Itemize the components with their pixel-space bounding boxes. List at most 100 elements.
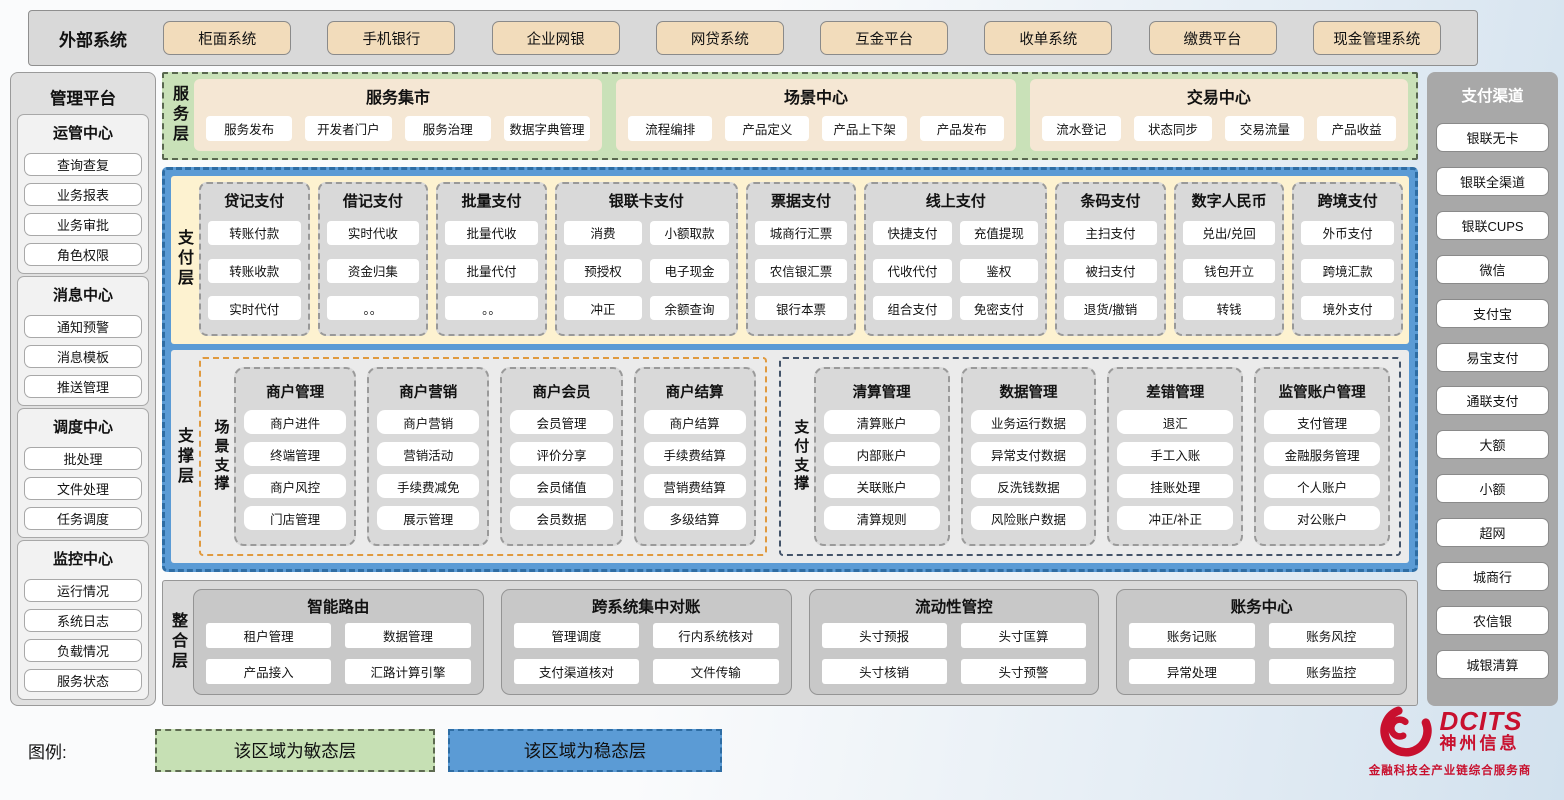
payment-item-button[interactable]: 。。 [445,296,538,321]
management-item-button[interactable]: 任务调度 [24,507,142,530]
support-item-button[interactable]: 异常支付数据 [970,442,1087,466]
payment-item-button[interactable]: 电子现金 [650,258,729,283]
integration-item-button[interactable]: 账务记账 [1129,623,1255,649]
support-item-button[interactable]: 手续费结算 [643,442,746,466]
payment-item-button[interactable]: 批量代收 [445,220,538,245]
support-item-button[interactable]: 反洗钱数据 [970,474,1087,498]
payment-item-button[interactable]: 代收代付 [873,258,952,283]
integration-item-button[interactable]: 头寸匡算 [960,623,1087,649]
management-item-button[interactable]: 通知预警 [24,315,142,338]
integration-item-button[interactable]: 行内系统核对 [653,623,779,649]
payment-item-button[interactable]: 批量代付 [445,258,538,283]
service-item-button[interactable]: 状态同步 [1133,115,1213,141]
support-item-button[interactable]: 个人账户 [1264,474,1381,498]
integration-item-button[interactable]: 账务监控 [1268,658,1394,684]
external-system-button[interactable]: 手机银行 [327,21,456,55]
management-item-button[interactable]: 查询查复 [24,153,142,176]
integration-item-button[interactable]: 账务风控 [1268,623,1394,649]
external-system-button[interactable]: 缴费平台 [1148,21,1277,55]
support-item-button[interactable]: 展示管理 [377,506,480,530]
integration-item-button[interactable]: 头寸预警 [960,658,1087,684]
channel-button[interactable]: 易宝支付 [1436,342,1549,372]
support-item-button[interactable]: 内部账户 [823,442,940,466]
support-item-button[interactable]: 金融服务管理 [1264,442,1381,466]
support-item-button[interactable]: 冲正/补正 [1117,506,1234,530]
support-item-button[interactable]: 会员储值 [510,474,613,498]
external-system-button[interactable]: 互金平台 [820,21,949,55]
management-item-button[interactable]: 业务报表 [24,183,142,206]
channel-button[interactable]: 农信银 [1436,606,1549,636]
payment-item-button[interactable]: 消费 [563,220,643,245]
service-item-button[interactable]: 交易流量 [1225,115,1305,141]
payment-item-button[interactable]: 转账付款 [208,220,301,245]
channel-button[interactable]: 微信 [1436,254,1549,284]
service-item-button[interactable]: 产品上下架 [822,115,907,141]
integration-item-button[interactable]: 异常处理 [1129,658,1255,684]
channel-button[interactable]: 小额 [1436,474,1549,504]
channel-button[interactable]: 通联支付 [1436,386,1549,416]
support-item-button[interactable]: 手续费减免 [377,474,480,498]
service-item-button[interactable]: 服务发布 [206,115,293,141]
payment-item-button[interactable]: 退货/撤销 [1064,296,1157,321]
payment-item-button[interactable]: 农信银汇票 [754,258,848,283]
support-item-button[interactable]: 多级结算 [643,506,746,530]
integration-item-button[interactable]: 数据管理 [345,623,471,649]
management-item-button[interactable]: 系统日志 [24,609,142,632]
service-item-button[interactable]: 服务治理 [404,115,491,141]
payment-item-button[interactable]: 城商行汇票 [754,220,848,245]
payment-item-button[interactable]: 余额查询 [650,296,729,321]
payment-item-button[interactable]: 被扫支付 [1064,258,1157,283]
support-item-button[interactable]: 商户进件 [244,410,347,434]
payment-item-button[interactable]: 钱包开立 [1182,258,1276,283]
support-item-button[interactable]: 业务运行数据 [970,410,1087,434]
payment-item-button[interactable]: 。。 [326,296,420,321]
management-item-button[interactable]: 批处理 [24,447,142,470]
external-system-button[interactable]: 现金管理系统 [1312,21,1441,55]
management-item-button[interactable]: 负载情况 [24,639,142,662]
payment-item-button[interactable]: 冲正 [563,296,643,321]
management-item-button[interactable]: 消息模板 [24,345,142,368]
support-item-button[interactable]: 清算规则 [823,506,940,530]
integration-item-button[interactable]: 租户管理 [206,623,332,649]
payment-item-button[interactable]: 小额取款 [650,220,729,245]
external-system-button[interactable]: 柜面系统 [163,21,292,55]
external-system-button[interactable]: 网贷系统 [655,21,784,55]
management-item-button[interactable]: 运行情况 [24,579,142,602]
service-item-button[interactable]: 流程编排 [628,115,713,141]
payment-item-button[interactable]: 跨境汇款 [1301,258,1394,283]
support-item-button[interactable]: 清算账户 [823,410,940,434]
support-item-button[interactable]: 支付管理 [1264,410,1381,434]
service-item-button[interactable]: 产品发布 [919,115,1004,141]
channel-button[interactable]: 银联无卡 [1436,122,1549,152]
support-item-button[interactable]: 终端管理 [244,442,347,466]
support-item-button[interactable]: 对公账户 [1264,506,1381,530]
service-item-button[interactable]: 产品定义 [725,115,810,141]
channel-button[interactable]: 大额 [1436,430,1549,460]
support-item-button[interactable]: 营销费结算 [643,474,746,498]
payment-item-button[interactable]: 免密支付 [959,296,1039,321]
management-item-button[interactable]: 服务状态 [24,669,142,692]
payment-item-button[interactable]: 兑出/兑回 [1182,220,1276,245]
channel-button[interactable]: 银联CUPS [1436,210,1549,240]
integration-item-button[interactable]: 管理调度 [513,623,640,649]
payment-item-button[interactable]: 鉴权 [959,258,1039,283]
support-item-button[interactable]: 手工入账 [1117,442,1234,466]
support-item-button[interactable]: 会员管理 [510,410,613,434]
external-system-button[interactable]: 企业网银 [491,21,620,55]
service-item-button[interactable]: 数据字典管理 [503,115,591,141]
support-item-button[interactable]: 商户结算 [643,410,746,434]
support-item-button[interactable]: 商户营销 [377,410,480,434]
management-item-button[interactable]: 推送管理 [24,375,142,398]
payment-item-button[interactable]: 银行本票 [754,296,848,321]
payment-item-button[interactable]: 实时代收 [326,220,420,245]
service-item-button[interactable]: 流水登记 [1041,115,1121,141]
integration-item-button[interactable]: 头寸核销 [821,658,947,684]
payment-item-button[interactable]: 主扫支付 [1064,220,1157,245]
support-item-button[interactable]: 风险账户数据 [970,506,1087,530]
support-item-button[interactable]: 营销活动 [377,442,480,466]
support-item-button[interactable]: 挂账处理 [1117,474,1234,498]
integration-item-button[interactable]: 文件传输 [653,658,779,684]
payment-item-button[interactable]: 预授权 [563,258,643,283]
integration-item-button[interactable]: 汇路计算引擎 [345,658,471,684]
channel-button[interactable]: 城银清算 [1436,649,1549,679]
